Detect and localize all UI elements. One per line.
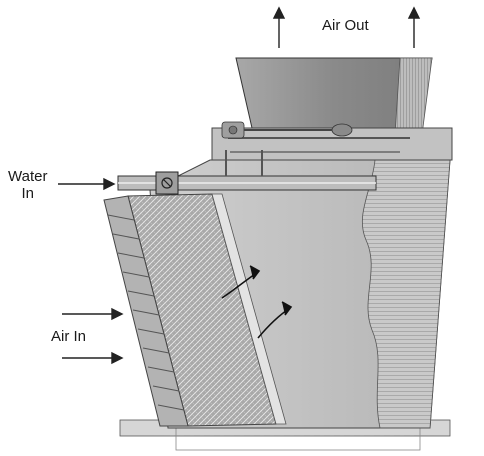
water-in-arrow-icon	[58, 177, 116, 191]
water-in-label-line1: Water	[8, 168, 48, 185]
internal-air-flow-arrows	[221, 265, 293, 339]
valve-icon	[155, 171, 179, 195]
air-inlet-louvers	[103, 195, 189, 427]
fan-stack	[211, 57, 453, 161]
motor-icon	[221, 121, 353, 139]
air-in-label: Air In	[51, 328, 87, 345]
water-in-label: Water In	[8, 168, 47, 202]
air-in-arrow-icon	[62, 307, 124, 365]
air-out-arrow-icon	[272, 6, 421, 48]
air-out-label: Air Out	[322, 17, 369, 34]
water-in-label-line2: In	[21, 185, 34, 202]
